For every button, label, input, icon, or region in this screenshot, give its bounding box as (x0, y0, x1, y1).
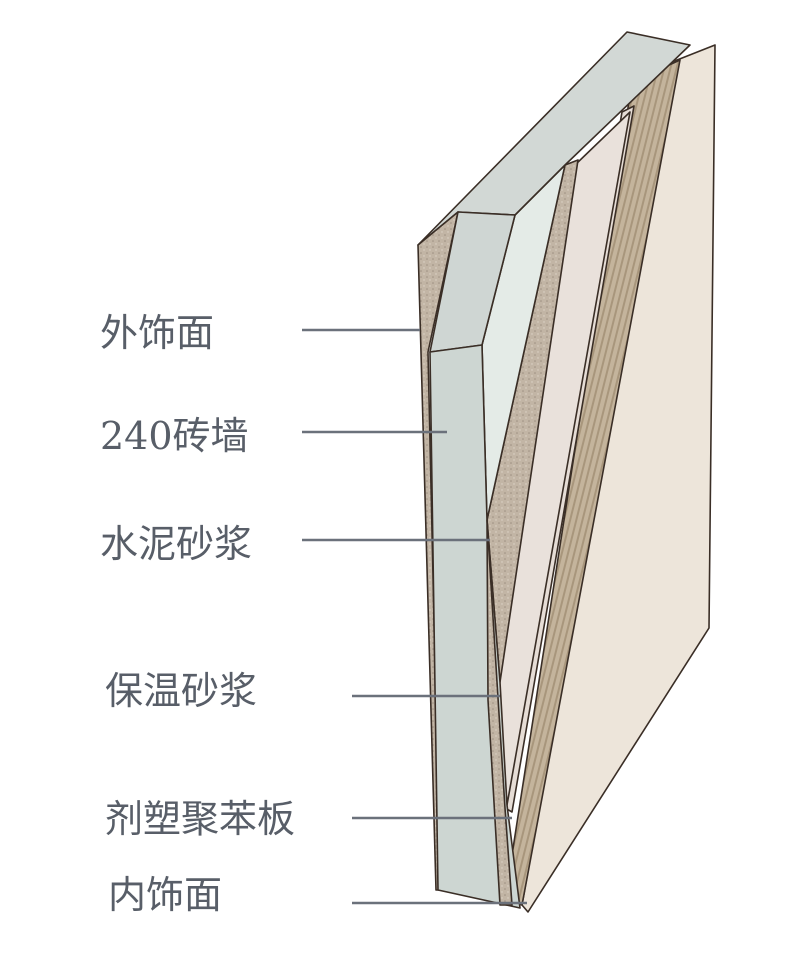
label-insulation-mortar: 保温砂浆 (105, 669, 258, 713)
label-cement-mortar: 水泥砂浆 (100, 522, 253, 566)
label-interior-finish: 内饰面 (108, 873, 223, 917)
mortar-strip-bottom (486, 519, 513, 906)
label-eps-board: 剂塑聚苯板 (105, 797, 296, 841)
label-brick-wall: 240砖墙 (100, 414, 249, 458)
label-exterior-finish: 外饰面 (100, 311, 215, 355)
